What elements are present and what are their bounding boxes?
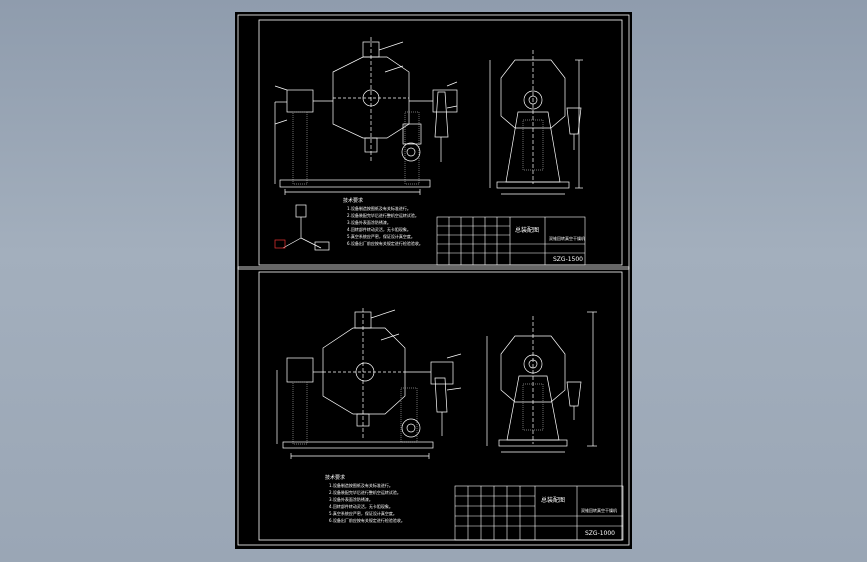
notes-heading-2: 技术要求	[325, 474, 345, 481]
sheet-2-side-view	[486, 311, 597, 453]
notes-heading: 技术要求	[343, 197, 363, 204]
sheet-1: 技术要求 1.设备制造按图纸及有关标准进行。 2.设备装配完毕后进行整机空运转试…	[237, 14, 630, 270]
sheet-1-title-right: 双锥回转真空干燥机	[549, 235, 585, 241]
sheet-1-inner-frame	[258, 19, 623, 266]
note-2-1: 1.设备制造按图纸及有关标准进行。	[329, 482, 393, 488]
sheet-1-front-view	[274, 37, 458, 195]
cad-drawing: 技术要求 1.设备制造按图纸及有关标准进行。 2.设备装配完毕后进行整机空运转试…	[237, 14, 630, 546]
note-3: 3.设备外表面涂防锈漆。	[347, 219, 391, 225]
note-4: 4.回转部件转动灵活，无卡阻现象。	[347, 226, 411, 232]
sheet-1-side-view	[489, 50, 583, 195]
note-5: 5.真空系统应严密，保证设计真空度。	[347, 233, 415, 239]
sheet-1-outer-frame	[237, 14, 630, 270]
note-2: 2.设备装配完毕后进行整机空运转试验。	[347, 212, 419, 218]
sheet-2: 技术要求 1.设备制造按图纸及有关标准进行。 2.设备装配完毕后进行整机空运转试…	[237, 266, 630, 546]
sheet-1-title-block	[436, 216, 586, 266]
sheet-2-inner-frame	[258, 271, 623, 541]
note-2-6: 6.设备出厂前应按有关规定进行检验验收。	[329, 517, 405, 523]
sheet-1-axonometric-symbol	[274, 204, 330, 251]
sheet-2-drawing-number: SZG-1000	[585, 530, 615, 537]
sheet-2-title-block	[454, 485, 624, 541]
sheet-2-front-view	[276, 308, 462, 459]
sheet-2-notes: 技术要求 1.设备制造按图纸及有关标准进行。 2.设备装配完毕后进行整机空运转试…	[325, 474, 405, 523]
sheet-2-title-right: 双锥回转真空干燥机	[581, 507, 617, 513]
note-2-3: 3.设备外表面涂防锈漆。	[329, 496, 373, 502]
note-1: 1.设备制造按图纸及有关标准进行。	[347, 205, 411, 211]
note-2-2: 2.设备装配完毕后进行整机空运转试验。	[329, 489, 401, 495]
note-2-5: 5.真空系统应严密，保证设计真空度。	[329, 510, 397, 516]
cad-drawing-canvas: 技术要求 1.设备制造按图纸及有关标准进行。 2.设备装配完毕后进行整机空运转试…	[235, 12, 632, 549]
sheet-2-outer-frame	[237, 266, 630, 546]
sheet-2-title-left: 总装配图	[541, 496, 565, 504]
sheet-1-notes: 技术要求 1.设备制造按图纸及有关标准进行。 2.设备装配完毕后进行整机空运转试…	[343, 197, 423, 246]
sheet-1-title-left: 总装配图	[515, 226, 539, 234]
sheet-1-drawing-number: SZG-1500	[553, 256, 583, 263]
note-6: 6.设备出厂前应按有关规定进行检验验收。	[347, 240, 423, 246]
note-2-4: 4.回转部件转动灵活，无卡阻现象。	[329, 503, 393, 509]
